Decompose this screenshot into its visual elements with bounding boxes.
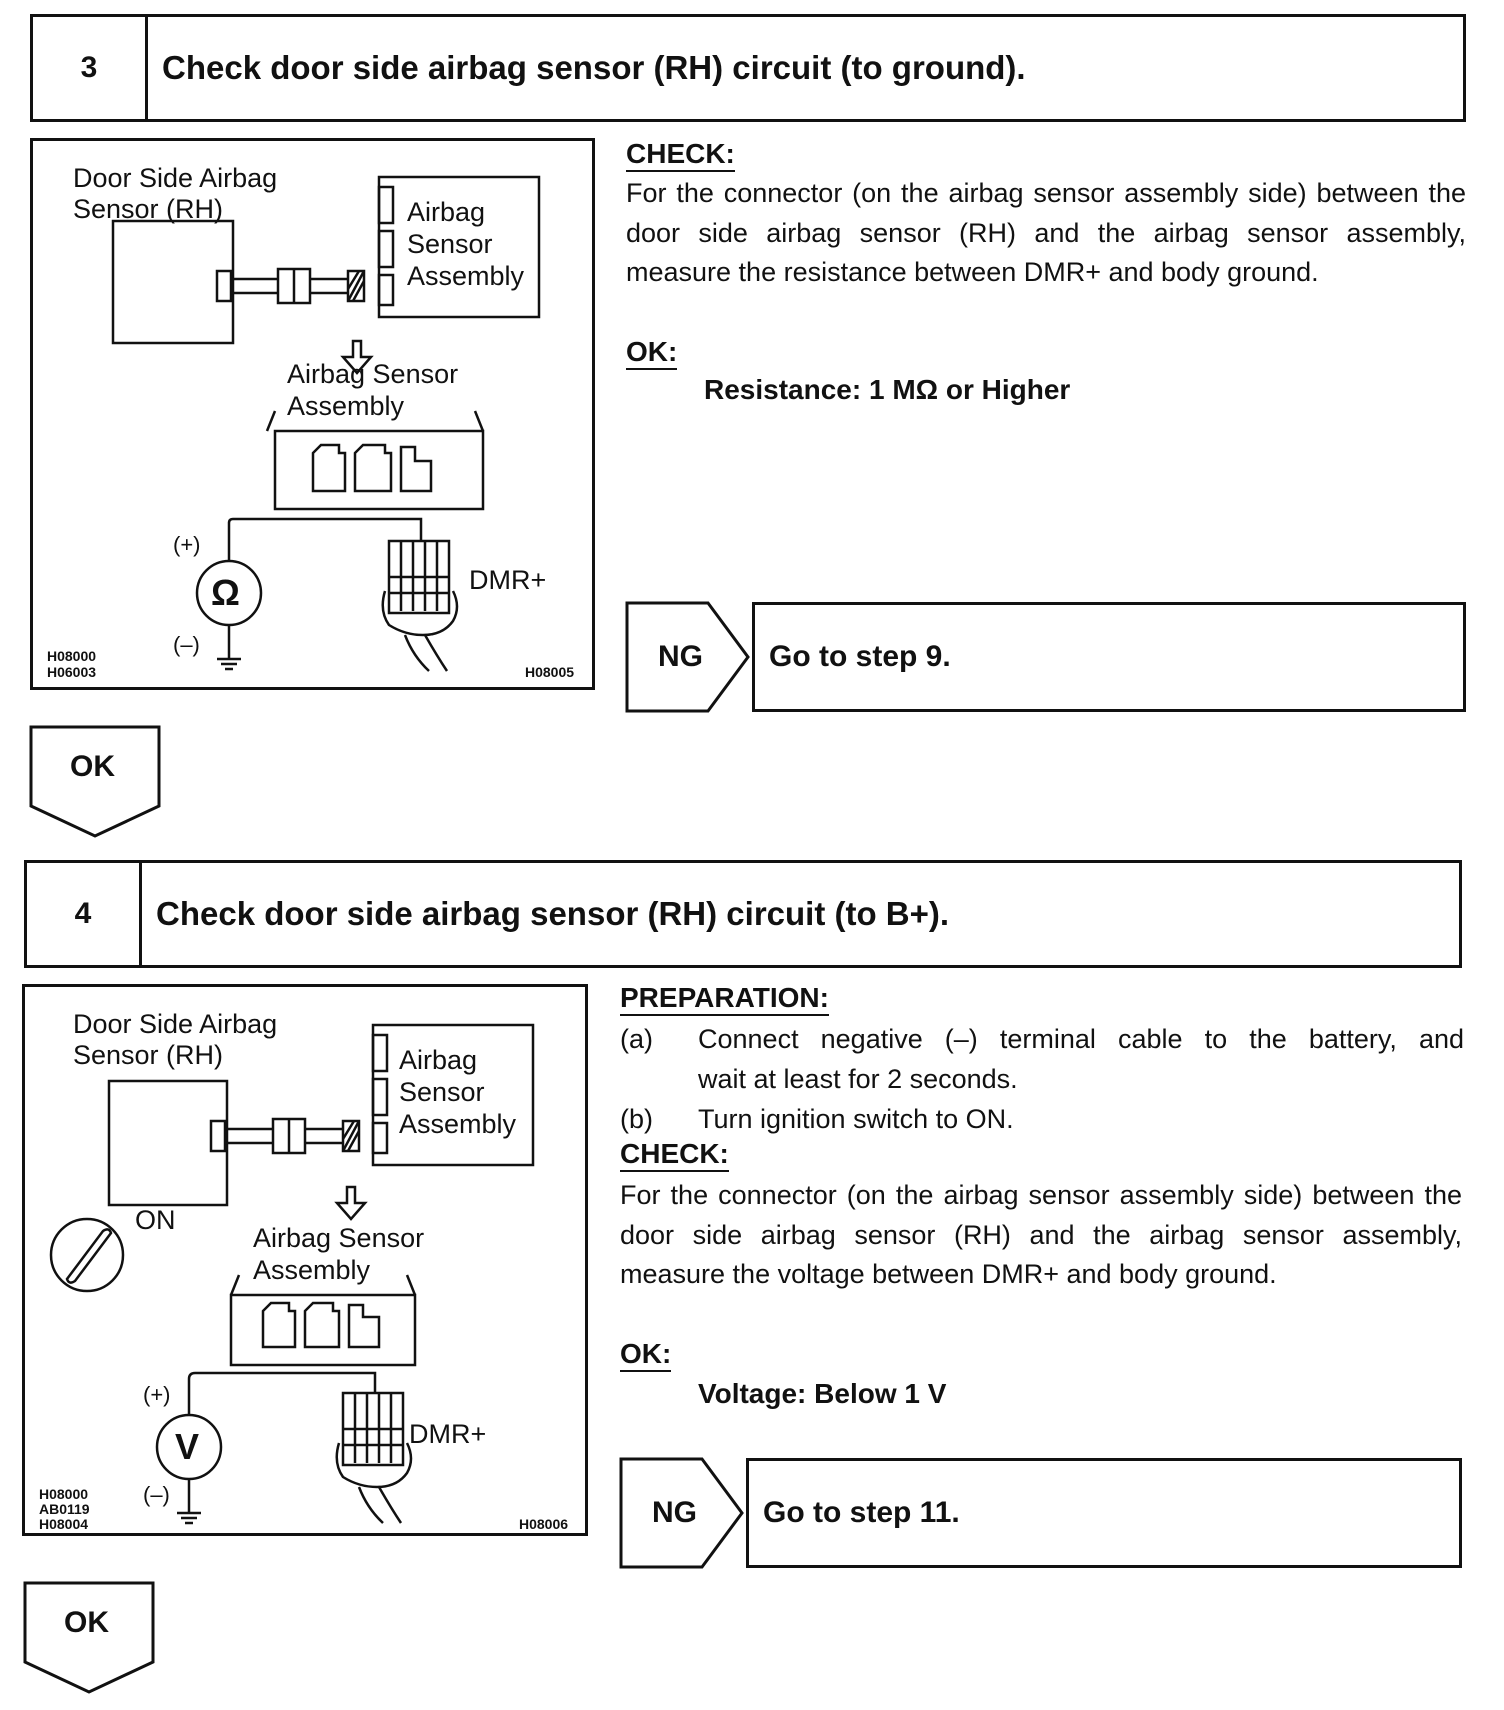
label-assembly-line1: Airbag bbox=[407, 197, 486, 227]
figure-code-left-1: H08000 bbox=[47, 648, 97, 664]
step-title: Check door side airbag sensor (RH) circu… bbox=[156, 895, 950, 932]
step-4-header: 4 Check door side airbag sensor (RH) cir… bbox=[24, 860, 1462, 968]
meter-plus-label: (+) bbox=[143, 1382, 171, 1407]
prep-text-line2: wait at least for 2 seconds. bbox=[698, 1064, 1018, 1094]
figure-code-left-1: H08000 bbox=[39, 1486, 89, 1502]
check-heading: CHECK: bbox=[626, 138, 735, 172]
label-assembly-line3: Assembly bbox=[407, 261, 525, 291]
ok-label: OK bbox=[70, 750, 115, 783]
check-text: For the connector (on the airbag sensor … bbox=[620, 1180, 1462, 1289]
meter-minus-label: (–) bbox=[173, 632, 200, 657]
circuit-diagram bbox=[49, 1023, 535, 1525]
ng-arrow bbox=[625, 601, 750, 713]
step-4-diagram: Door Side Airbag Sensor (RH) Airbag Sens… bbox=[22, 984, 588, 1536]
preparation-heading: PREPARATION: bbox=[620, 982, 829, 1016]
ng-action: Go to step 9. bbox=[752, 602, 1466, 712]
voltmeter-icon: V bbox=[175, 1426, 200, 1467]
prep-letter: (a) bbox=[620, 1024, 653, 1054]
ng-label: NG bbox=[658, 640, 703, 673]
step-number: 3 bbox=[33, 17, 148, 119]
label-assembly-line2: Sensor bbox=[399, 1077, 485, 1107]
ng-arrow bbox=[619, 1457, 744, 1569]
terminal-label: DMR+ bbox=[409, 1419, 487, 1449]
figure-code-right: H08005 bbox=[525, 664, 575, 680]
ok-spec: Voltage: Below 1 V bbox=[698, 1378, 947, 1409]
ok-heading: OK: bbox=[620, 1338, 671, 1372]
step-3-diagram: Door Side Airbag Sensor (RH) Airbag Sens… bbox=[30, 138, 595, 690]
terminal-label: DMR+ bbox=[469, 565, 547, 595]
figure-code-right: H08006 bbox=[519, 1516, 569, 1532]
ok-arrow bbox=[29, 725, 161, 838]
step-number: 4 bbox=[27, 863, 142, 965]
label-door-sensor-line2: Sensor (RH) bbox=[73, 1040, 224, 1070]
label-connector-line1: Airbag Sensor bbox=[253, 1223, 425, 1253]
prep-letter: (b) bbox=[620, 1104, 653, 1134]
step-title: Check door side airbag sensor (RH) circu… bbox=[162, 49, 1026, 86]
label-assembly-line1: Airbag bbox=[399, 1045, 478, 1075]
prep-item-a: (a) Connect negative (–) terminal cable … bbox=[620, 1020, 1466, 1100]
ok-arrow bbox=[23, 1581, 155, 1694]
figure-code-left-2: AB0119 bbox=[39, 1501, 90, 1517]
ng-action: Go to step 11. bbox=[746, 1458, 1462, 1568]
meter-minus-label: (–) bbox=[143, 1482, 170, 1507]
check-text: For the connector (on the airbag sensor … bbox=[626, 178, 1466, 287]
ng-label: NG bbox=[652, 1496, 697, 1529]
label-connector-line2: Assembly bbox=[287, 391, 405, 421]
prep-text-line1: Turn ignition switch to ON. bbox=[698, 1104, 1014, 1134]
figure-code-left-2: H06003 bbox=[47, 664, 97, 680]
meter-plus-label: (+) bbox=[173, 532, 201, 557]
figure-code-left-3: H08004 bbox=[39, 1516, 89, 1532]
label-connector-line2: Assembly bbox=[253, 1255, 371, 1285]
label-ignition-on: ON bbox=[135, 1205, 176, 1235]
ohmmeter-icon: Ω bbox=[211, 572, 240, 613]
prep-item-b: (b) Turn ignition switch to ON. bbox=[620, 1100, 1466, 1140]
step-3-header: 3 Check door side airbag sensor (RH) cir… bbox=[30, 14, 1466, 122]
label-assembly-line2: Sensor bbox=[407, 229, 493, 259]
ok-heading: OK: bbox=[626, 336, 677, 370]
label-door-sensor-line1: Door Side Airbag bbox=[73, 1009, 278, 1039]
label-connector-line1: Airbag Sensor bbox=[287, 359, 459, 389]
ok-label: OK bbox=[64, 1606, 109, 1639]
label-door-sensor-line1: Door Side Airbag bbox=[73, 163, 278, 193]
label-door-sensor-line2: Sensor (RH) bbox=[73, 194, 224, 224]
ok-spec: Resistance: 1 MΩ or Higher bbox=[704, 374, 1071, 405]
check-heading: CHECK: bbox=[620, 1138, 729, 1172]
prep-text-line1: Connect negative (–) terminal cable to t… bbox=[698, 1024, 1464, 1054]
label-assembly-line3: Assembly bbox=[399, 1109, 517, 1139]
circuit-diagram bbox=[111, 175, 541, 672]
